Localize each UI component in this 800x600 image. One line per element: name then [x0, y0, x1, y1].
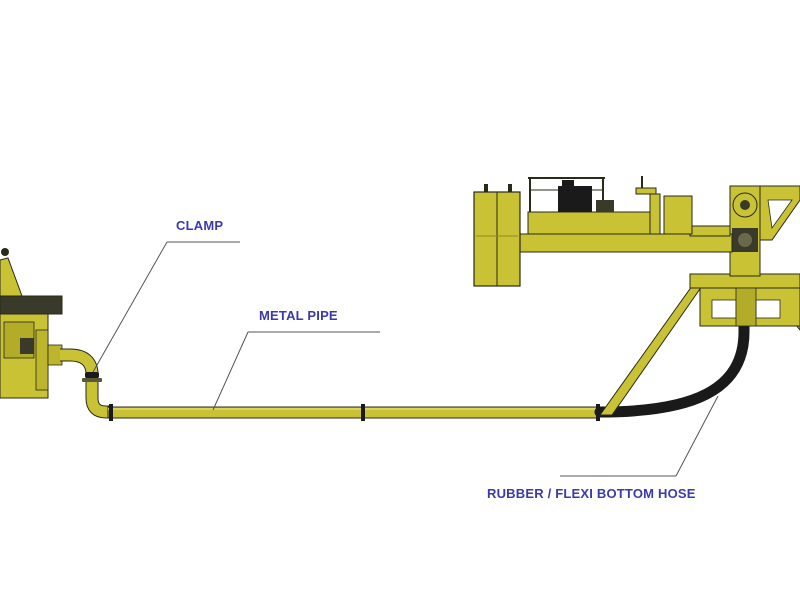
clamp-label: CLAMP	[176, 218, 224, 233]
pump-unit	[0, 248, 63, 399]
bottom-hose-label: RUBBER / FLEXI BOTTOM HOSE	[487, 486, 696, 501]
leader-lines	[92, 241, 719, 477]
placing-boom	[473, 176, 800, 416]
clamp	[82, 372, 102, 382]
bottom-hose	[594, 306, 750, 418]
metal-pipe-label: METAL PIPE	[259, 308, 338, 323]
metal-pipe	[60, 348, 600, 421]
